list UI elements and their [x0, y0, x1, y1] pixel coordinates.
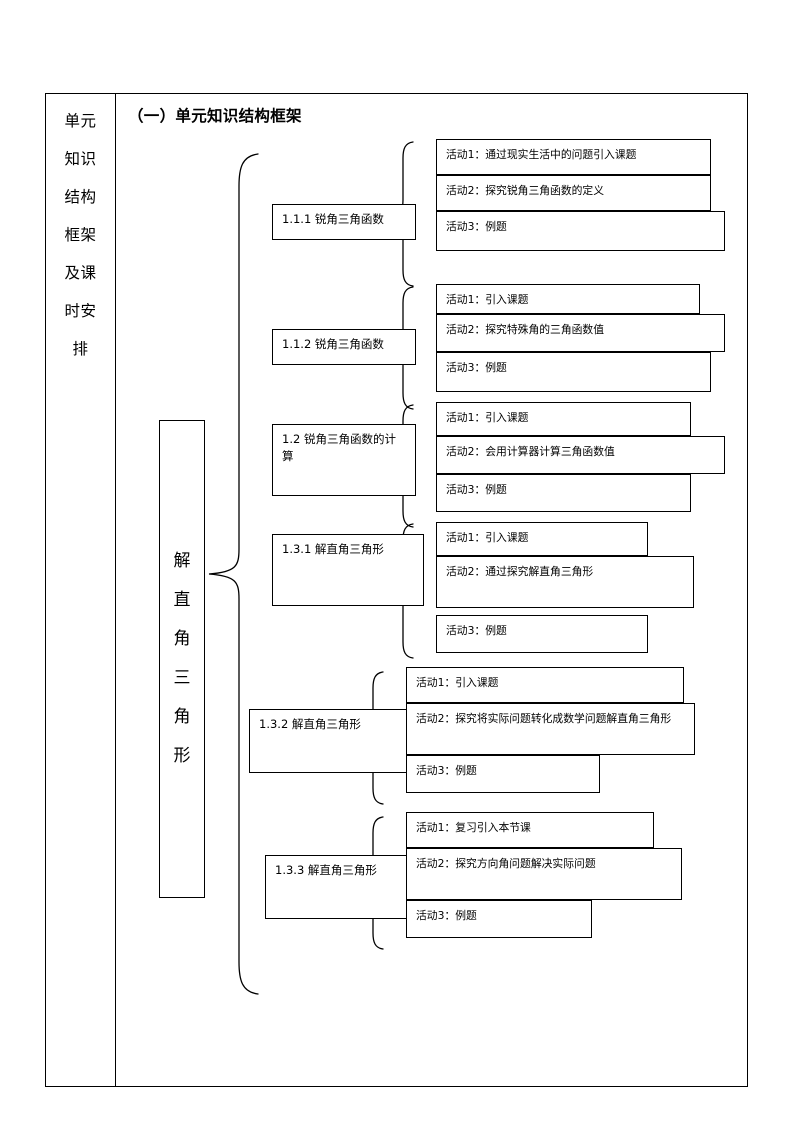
unit-structure-table: 单元 知识 结构 框架 及课 时安 排 （一）单元知识结构框架 — [45, 93, 748, 1087]
row-header-cell: 单元 知识 结构 框架 及课 时安 排 — [46, 94, 116, 1086]
activity-box: 活动2：探究方向角问题解决实际问题 — [406, 848, 682, 900]
activity-box: 活动2：探究锐角三角函数的定义 — [436, 175, 711, 211]
main-brace — [208, 153, 259, 995]
section-heading: （一）单元知识结构框架 — [128, 107, 302, 125]
activity-box: 活动3：例题 — [436, 211, 725, 251]
activity-box: 活动1：引入课题 — [436, 284, 700, 314]
row-header-label: 单元 知识 结构 框架 及课 时安 排 — [64, 112, 97, 358]
root-char-5: 形 — [173, 746, 191, 766]
activity-box: 活动2：通过探究解直角三角形 — [436, 556, 694, 608]
section-box: 1.1.2 锐角三角函数 — [272, 329, 416, 365]
activity-box: 活动2：会用计算器计算三角函数值 — [436, 436, 725, 474]
activity-box: 活动1：复习引入本节课 — [406, 812, 654, 848]
section-box: 1.2 锐角三角函数的计算 — [272, 424, 416, 496]
activity-box: 活动2：探究将实际问题转化成数学问题解直角三角形 — [406, 703, 695, 755]
section-box: 1.3.2 解直角三角形 — [249, 709, 413, 773]
section-box: 1.1.1 锐角三角函数 — [272, 204, 416, 240]
knowledge-structure-diagram: 解 直 角 三 角 形 1.1.1 锐角三角函数 活动1：通过现实生活中的问题引… — [46, 94, 749, 1088]
activity-box: 活动1：通过现实生活中的问题引入课题 — [436, 139, 711, 175]
root-node-label: 解 直 角 三 角 形 — [160, 421, 204, 897]
root-char-2: 角 — [173, 629, 191, 649]
content-cell: （一）单元知识结构框架 — [116, 94, 747, 1086]
root-char-3: 三 — [173, 668, 191, 688]
activity-box: 活动3：例题 — [436, 352, 711, 392]
activity-box: 活动3：例题 — [436, 615, 648, 653]
root-char-4: 角 — [173, 707, 191, 727]
activity-box: 活动3：例题 — [406, 755, 600, 793]
activity-box: 活动1：引入课题 — [436, 402, 691, 436]
section-box: 1.3.1 解直角三角形 — [272, 534, 424, 606]
section-box: 1.3.3 解直角三角形 — [265, 855, 421, 919]
activity-box: 活动1：引入课题 — [436, 522, 648, 556]
activity-box: 活动1：引入课题 — [406, 667, 684, 703]
root-node-box: 解 直 角 三 角 形 — [159, 420, 205, 898]
activity-box: 活动3：例题 — [406, 900, 592, 938]
root-char-0: 解 — [173, 551, 191, 571]
root-char-1: 直 — [173, 590, 191, 610]
activity-box: 活动2：探究特殊角的三角函数值 — [436, 314, 725, 352]
activity-box: 活动3：例题 — [436, 474, 691, 512]
